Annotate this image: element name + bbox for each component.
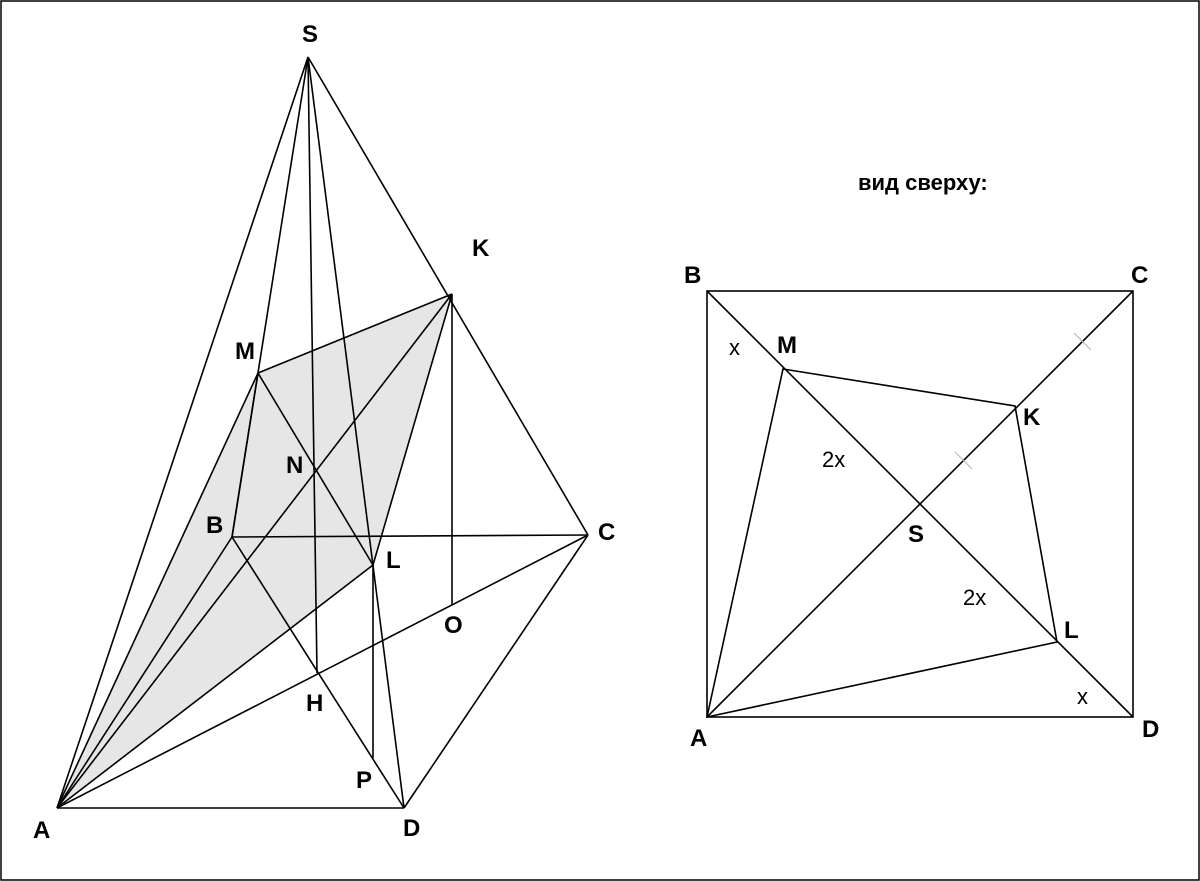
label-A: A	[33, 817, 50, 844]
edge-AM	[56, 372, 259, 809]
edge-SH	[307, 56, 318, 674]
label-H: H	[306, 690, 323, 717]
label-P: P	[356, 767, 372, 794]
label-B: B	[206, 512, 223, 539]
edge-SD	[307, 56, 405, 809]
top-label-S: S	[908, 521, 924, 548]
label-C: C	[598, 519, 615, 546]
top-label-L: L	[1064, 617, 1079, 644]
edge-DC	[403, 534, 589, 809]
top-label-K: K	[1023, 404, 1041, 431]
edge-AB	[56, 536, 233, 809]
label-O: O	[444, 612, 463, 639]
pyramid-figure	[56, 56, 589, 809]
top-view-figure	[705, 290, 1134, 719]
edge-LA	[56, 564, 374, 809]
label-N: N	[286, 452, 303, 479]
edge-ML	[257, 372, 374, 566]
top-label-A: A	[690, 725, 707, 752]
edge-MB	[231, 372, 259, 538]
label-M: M	[235, 338, 255, 365]
top-label-B: B	[684, 262, 701, 289]
segment-label-BM: x	[729, 335, 740, 360]
top-label-M: M	[777, 332, 797, 359]
diagonal-AC	[706, 290, 1134, 718]
edge-BC	[231, 534, 589, 538]
quad-AMKL	[705, 368, 1058, 719]
edge-AK	[56, 293, 453, 809]
label-K: K	[472, 235, 490, 262]
edge-MK	[257, 293, 453, 374]
label-D: D	[403, 815, 420, 842]
edge-BD	[231, 536, 405, 809]
label-L: L	[386, 547, 401, 574]
top-view-title: вид сверху:	[858, 170, 988, 195]
square-ABCD	[706, 290, 1134, 718]
edge-KL	[372, 293, 453, 566]
label-S: S	[302, 21, 318, 48]
top-label-C: C	[1131, 262, 1148, 289]
top-label-D: D	[1142, 716, 1159, 743]
edge-AC	[56, 534, 589, 809]
segment-label-MS: 2x	[822, 447, 845, 472]
edge-SA	[56, 56, 309, 809]
tick-mark-1	[954, 451, 973, 470]
segment-label-SL: 2x	[963, 585, 986, 610]
tick-mark-2	[1073, 332, 1092, 351]
segment-label-LD: x	[1077, 684, 1088, 709]
